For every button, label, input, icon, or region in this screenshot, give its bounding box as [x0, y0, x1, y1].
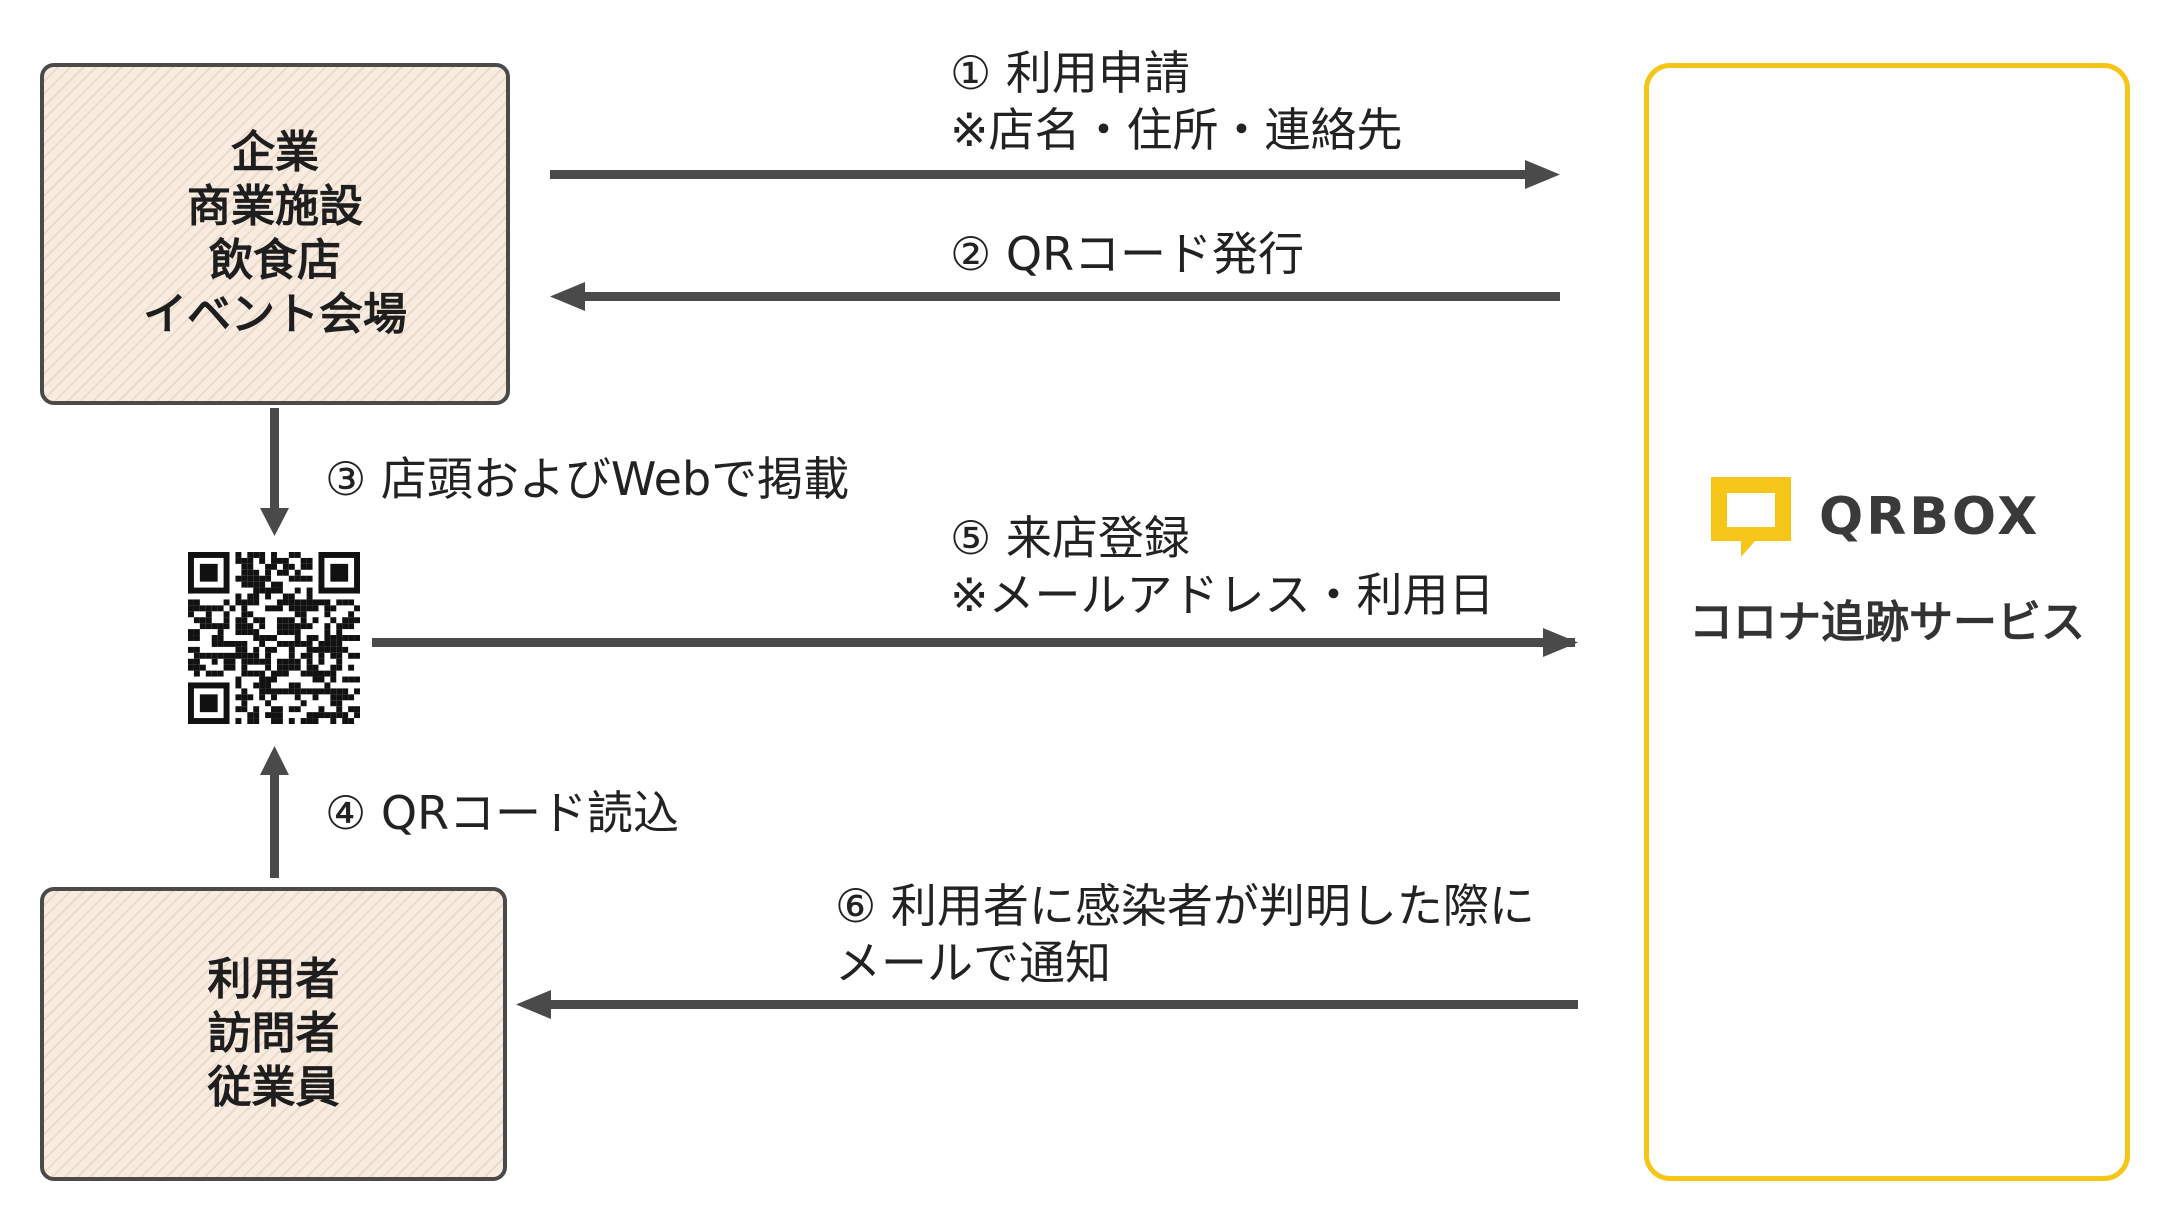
users-box: 利用者 訪問者 従業員: [40, 887, 507, 1181]
arrow-step5-head: [1543, 628, 1578, 657]
arrow-step5: [372, 638, 1575, 647]
step1-note: ※店名・住所・連絡先: [950, 103, 1403, 157]
arrow-step4-head: [260, 746, 289, 775]
qrbox-logo-icon: [1711, 477, 1791, 557]
business-line: 飲食店: [209, 235, 341, 286]
business-line: 企業: [231, 127, 319, 178]
business-box: 企業 商業施設 飲食店 イベント会場: [40, 63, 510, 405]
arrow-step2-head: [550, 282, 585, 311]
service-subtitle: コロナ追跡サービス: [1689, 597, 2085, 648]
service-panel: [1644, 63, 2130, 1181]
qr-code-icon: [188, 552, 360, 724]
step5-title: ⑤ 来店登録: [950, 511, 1190, 565]
users-line: 従業員: [207, 1062, 340, 1113]
arrow-step4: [270, 772, 279, 878]
brand-name: QRBOX: [1819, 487, 2041, 547]
arrow-step3: [270, 408, 279, 513]
step2-title: ② QRコード発行: [950, 227, 1305, 281]
step1-title: ① 利用申請: [950, 46, 1190, 100]
step5-note: ※メールアドレス・利用日: [950, 568, 1495, 622]
step6-note: メールで通知: [835, 936, 1111, 990]
step6-title: ⑥ 利用者に感染者が判明した際に: [835, 879, 1535, 933]
business-line: イベント会場: [143, 289, 407, 340]
arrow-step2: [578, 292, 1560, 301]
arrow-step1-head: [1525, 160, 1560, 189]
users-line: 利用者: [207, 954, 340, 1005]
business-line: 商業施設: [187, 181, 363, 232]
arrow-step3-head: [260, 508, 289, 536]
arrow-step6-head: [516, 990, 551, 1019]
service-brand: QRBOX: [1711, 477, 2040, 557]
arrow-step6: [545, 1000, 1578, 1009]
arrow-step1: [550, 170, 1535, 179]
step4-title: ④ QRコード読込: [325, 786, 680, 840]
users-line: 訪問者: [207, 1008, 340, 1059]
step3-title: ③ 店頭およびWebで掲載: [325, 452, 850, 506]
